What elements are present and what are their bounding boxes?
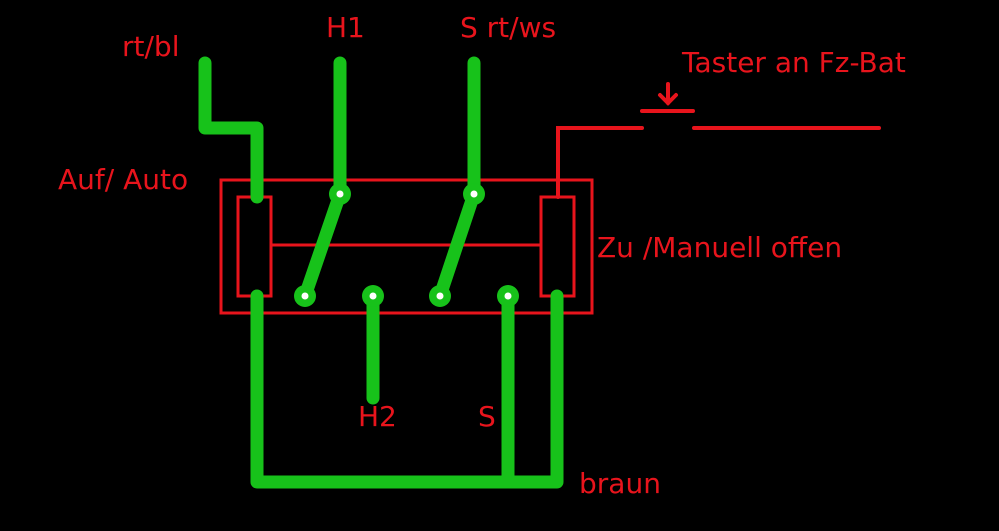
wire-rt-bl	[198, 56, 264, 204]
label-braun: braun	[579, 467, 661, 500]
label-h2: H2	[358, 400, 397, 433]
contact-lever-1	[298, 187, 347, 303]
switch-housing	[219, 178, 594, 315]
taster-wire-left	[556, 126, 644, 199]
label-s-rt-ws: S rt/ws	[460, 11, 556, 44]
contact-pads	[294, 183, 519, 307]
label-h1: H1	[326, 11, 365, 44]
coil-left	[236, 195, 273, 298]
contact-lever-2	[433, 187, 481, 303]
label-rt-bl: rt/bl	[122, 30, 179, 63]
label-taster: Taster an Fz-Bat	[681, 46, 906, 79]
coil-right	[539, 195, 576, 298]
wire-braun-loop	[250, 289, 564, 489]
push-arrow-icon	[658, 82, 678, 106]
label-zu-manuell: Zu /Manuell offen	[597, 231, 842, 264]
label-s: S	[478, 400, 496, 433]
label-auf-auto: Auf/ Auto	[58, 163, 188, 196]
